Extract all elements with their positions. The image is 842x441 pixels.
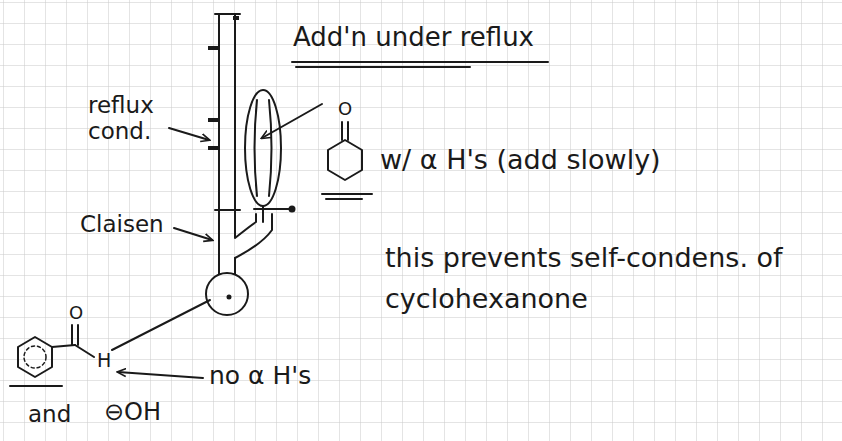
leader-line <box>174 228 212 240</box>
note-text: no α H's <box>209 363 311 389</box>
atom-label: H <box>97 351 111 371</box>
leader-line <box>118 372 203 378</box>
leader-line <box>169 128 209 140</box>
note-text: this prevents self-condens. of cyclohexa… <box>385 238 830 319</box>
part-label: reflux cond. <box>88 92 168 145</box>
leader-line <box>112 300 210 350</box>
reagent-label: and <box>28 402 71 426</box>
addition-funnel <box>245 90 295 222</box>
cyclohexanone-structure <box>322 122 372 199</box>
title-underline <box>292 62 548 67</box>
atom-label: O <box>69 304 83 323</box>
reflux-condenser <box>215 14 240 210</box>
part-label: Claisen <box>80 212 164 236</box>
claisen-adapter <box>219 210 272 274</box>
atom-label: O <box>338 100 352 119</box>
leader-line <box>262 104 322 138</box>
heading-note: Add'n under reflux <box>293 24 534 51</box>
reagent-label: ⊖OH <box>104 400 161 425</box>
benzaldehyde-structure <box>10 325 94 386</box>
round-bottom-flask <box>206 273 248 315</box>
joint-marks <box>208 16 239 150</box>
note-text: w/ α H's (add slowly) <box>380 146 661 174</box>
